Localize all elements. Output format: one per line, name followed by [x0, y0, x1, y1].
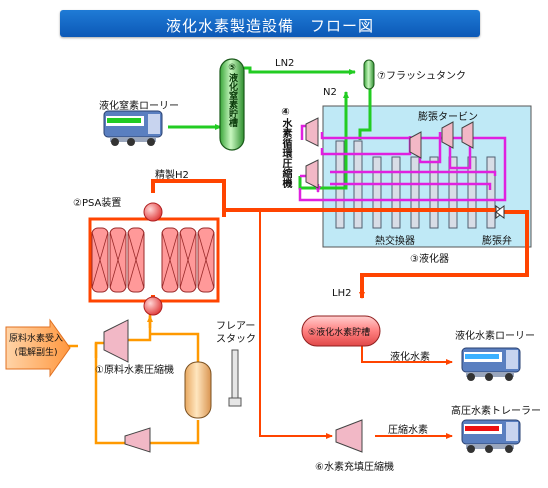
ln2-truck-icon: [103, 110, 163, 146]
feed-inlet-label-line1: 原料水素受入: [8, 334, 63, 344]
lh2-line-label: LH2: [332, 288, 352, 299]
feed-compressor: [103, 319, 129, 363]
ln2-truck-label: 液化窒素ローリー: [99, 101, 179, 112]
h2-filling-compressor: [335, 419, 363, 453]
h2-circulation-compressors: [305, 117, 319, 189]
title-bar: 液化水素製造設備 フロー図: [60, 10, 480, 37]
h2-trailer-icon: [461, 419, 521, 453]
separator-vessel: [184, 361, 212, 419]
flare-stack: [228, 349, 242, 407]
expansion-turbine-label: 膨張タービン: [418, 112, 478, 123]
expansion-valve-label: 膨張弁: [482, 236, 512, 247]
heat-exchanger-label: 熱交換器: [375, 236, 415, 247]
feed-inlet-arrow: [5, 318, 71, 378]
h2-trailer-label: 高圧水素トレーラー: [451, 406, 541, 417]
lh2-truck-icon: [461, 347, 521, 381]
return-compressor: [124, 427, 151, 453]
feed-inlet-label-line2: (電解副生): [14, 348, 58, 358]
expansion-turbines: [409, 121, 474, 159]
lh2-truck-label: 液化水素ローリー: [455, 331, 535, 342]
lh2-storage-tank: [301, 315, 381, 347]
flare-stack-label-line2: スタック: [216, 334, 256, 345]
h2-filling-compressor-label: ⑥水素充填圧縮機: [315, 462, 394, 473]
feed-inlet: 原料水素受入 (電解副生): [6, 325, 68, 369]
h2-circulation-compressor-label: ④水素循環圧縮機: [280, 107, 291, 188]
feed-compressor-label: ①原料水素圧縮機: [95, 365, 174, 376]
expansion-valve: [495, 205, 505, 219]
feed-stream: [68, 312, 200, 445]
flare-stack-label-line1: フレアー: [216, 321, 256, 332]
psa-unit-label: ②PSA装置: [73, 198, 122, 209]
liquefier-label: ③液化器: [410, 254, 449, 265]
feed-inlet-label: 原料水素受入 (電解副生): [6, 332, 66, 360]
liquid-hydrogen-label: 液化水素: [390, 352, 430, 363]
cold-loop-stream: [298, 123, 507, 202]
ln2-stream: [168, 66, 372, 190]
lh2-storage-label: ⑤液化水素貯槽: [308, 328, 371, 338]
page-title: 液化水素製造設備 フロー図: [165, 17, 374, 35]
ln2-storage-label: ⑤液化窒素貯槽: [227, 63, 237, 127]
flash-tank: [363, 59, 375, 90]
hydrogen-substream: [259, 210, 453, 439]
compressed-h2-label: 圧縮水素: [388, 425, 428, 436]
ln2-storage-tank: [219, 58, 245, 151]
n2-line-label: N2: [323, 87, 337, 98]
psa-unit: [88, 202, 220, 316]
ln2-line-label: LN2: [275, 58, 295, 69]
flash-tank-label: ⑦フラッシュタンク: [377, 71, 466, 82]
purified-h2-label: 精製H2: [155, 170, 189, 181]
